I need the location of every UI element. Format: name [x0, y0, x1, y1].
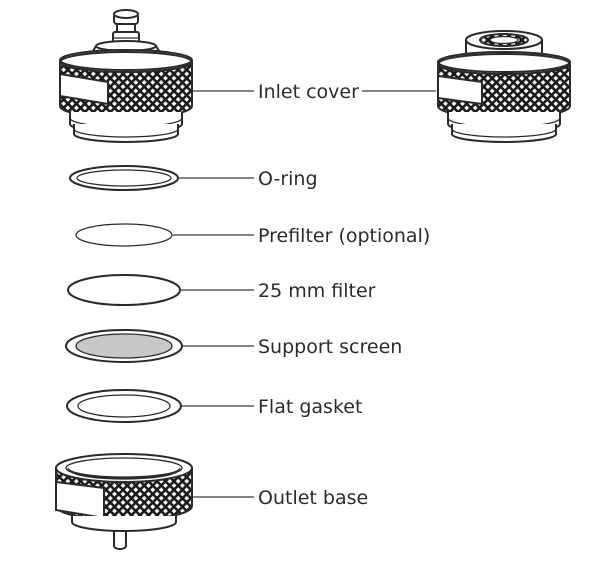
label-support-screen: Support screen [258, 336, 402, 358]
inlet-cover-right [437, 30, 571, 143]
prefilter-part [75, 223, 173, 247]
filter-part [67, 274, 181, 306]
label-flat-gasket: Flat gasket [258, 396, 362, 418]
outlet-base-part [55, 453, 193, 550]
label-prefilter: Prefilter (optional) [258, 225, 430, 247]
inlet-cover-left [59, 9, 193, 143]
label-inlet-cover: Inlet cover [258, 81, 359, 103]
label-o-ring: O-ring [258, 168, 318, 190]
label-outlet-base: Outlet base [258, 487, 368, 509]
o-ring-part [69, 165, 179, 191]
labels: Inlet cover O-ring Prefilter (optional) … [258, 81, 430, 509]
leader-lines [173, 90, 436, 498]
flat-gasket-part [66, 389, 182, 423]
support-screen-part [65, 329, 183, 363]
label-filter: 25 mm filter [258, 280, 376, 302]
